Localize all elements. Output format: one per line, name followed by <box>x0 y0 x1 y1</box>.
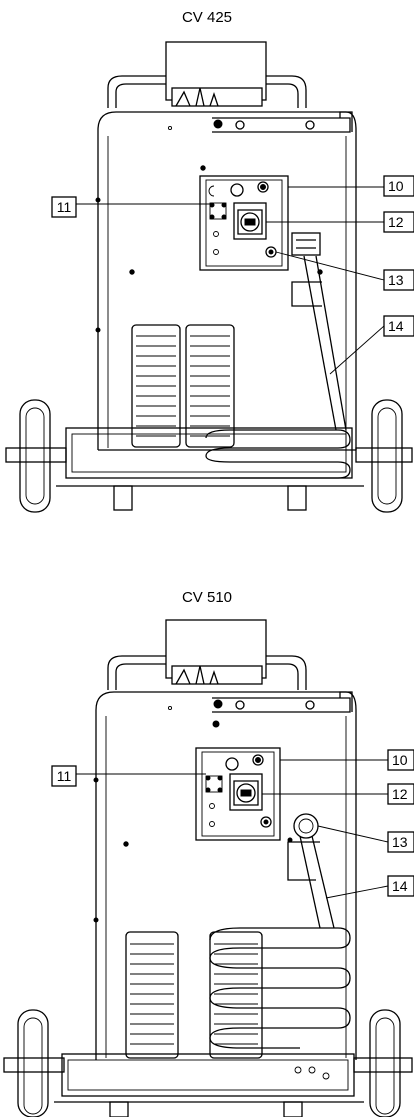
connector-10 <box>257 181 269 193</box>
wheel-right <box>353 1009 413 1117</box>
figure-cv425: CV 425 <box>5 9 414 513</box>
caster-left <box>109 1101 129 1117</box>
wheel-right <box>355 399 413 513</box>
callout-14: 14 <box>383 315 414 337</box>
callout-14: 14 <box>387 875 414 897</box>
figure-title: CV 425 <box>182 9 232 26</box>
cable-14 <box>303 255 337 431</box>
vent-grille-left <box>131 324 181 448</box>
callout-10: 10 <box>387 749 414 771</box>
machine-body <box>95 691 357 1060</box>
socket-12 <box>229 773 263 811</box>
trolley-base <box>65 427 353 479</box>
socket-12 <box>233 202 267 240</box>
svg-text:10: 10 <box>388 178 404 194</box>
caster-right <box>287 485 307 511</box>
vent-grille-right <box>185 324 235 448</box>
svg-text:11: 11 <box>57 199 72 215</box>
rear-panel <box>199 175 289 271</box>
coiled-cable <box>205 429 351 479</box>
figure-title: CV 510 <box>182 589 232 606</box>
connector-10 <box>252 754 264 766</box>
callout-12: 12 <box>383 211 414 233</box>
vent-grille-left <box>125 931 179 1059</box>
coiled-cable <box>209 927 351 1049</box>
caster-left <box>113 485 133 511</box>
wheel-left <box>3 1009 65 1117</box>
svg-text:12: 12 <box>392 786 408 802</box>
wheel-left <box>5 399 67 513</box>
trolley-base <box>61 1053 355 1097</box>
callout-12: 12 <box>387 783 414 805</box>
svg-text:14: 14 <box>388 318 404 334</box>
fuse-group-11 <box>205 775 223 793</box>
svg-text:11: 11 <box>57 768 72 784</box>
svg-text:12: 12 <box>388 214 404 230</box>
fuse-group-11 <box>209 202 227 220</box>
svg-text:13: 13 <box>392 834 408 850</box>
svg-text:10: 10 <box>392 752 408 768</box>
svg-text:13: 13 <box>388 272 404 288</box>
connector-13 <box>260 816 272 828</box>
figure-cv510: CV 510 <box>3 589 414 1117</box>
callout-13: 13 <box>383 269 414 291</box>
caster-right <box>283 1101 303 1117</box>
vent-grille-right <box>209 931 263 1059</box>
callout-11: 11 <box>51 765 77 787</box>
machine-body <box>97 111 357 450</box>
callout-10: 10 <box>383 175 414 197</box>
callout-11: 11 <box>51 196 77 218</box>
svg-text:14: 14 <box>392 878 408 894</box>
cable-14 <box>299 835 321 929</box>
callout-13: 13 <box>387 831 414 853</box>
